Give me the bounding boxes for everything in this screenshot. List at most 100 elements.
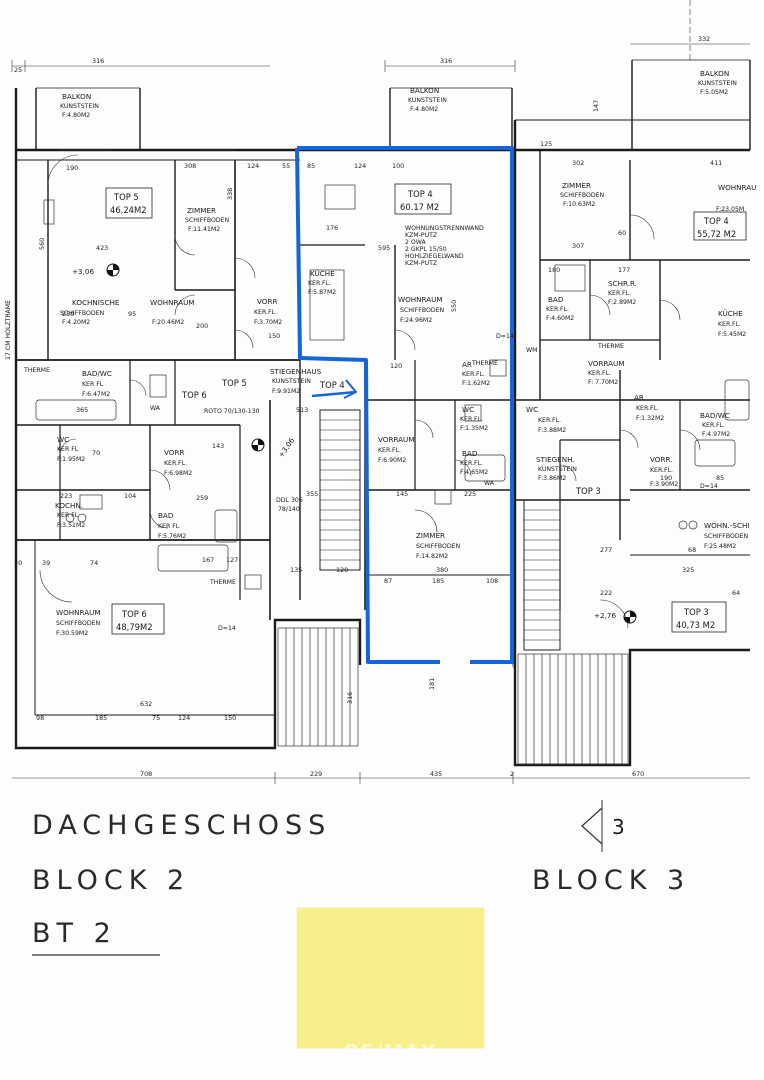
kochnische5-area: F:4.20M2	[62, 319, 90, 326]
dim-365: 365	[76, 406, 88, 414]
dimension-labels: 316 316 332 25 190 308 124 55 85 124 100…	[14, 35, 740, 778]
vorr-right-name: VORR.	[650, 455, 672, 464]
bt-caption: BT 2	[32, 918, 117, 949]
wohnsch-floor: SCHIFFBODEN	[704, 533, 749, 540]
dim-87: 87	[384, 577, 392, 585]
ar4-floor: KER.FL.	[462, 371, 485, 378]
wc-right-name: WC	[526, 405, 538, 414]
kueche4-floor: KER.FL.	[308, 280, 331, 287]
bad4-floor: KER.FL.	[460, 460, 483, 467]
bad-right-name: BAD	[548, 295, 564, 304]
wohnraum6-name: WOHNRAUM	[56, 608, 101, 617]
dim-190b: 190	[660, 474, 672, 482]
top3-area: 40,73 M2	[676, 620, 715, 630]
dim-20: 20	[14, 559, 22, 567]
dim-147: 147	[592, 100, 600, 112]
door-swings	[39, 154, 701, 629]
vertical-label: 17 CM HOLZTRAME	[5, 300, 12, 360]
top-dimension-lines	[11, 0, 750, 784]
bad6-area: F:5.76M2	[158, 533, 186, 540]
d14-a: D=14	[496, 333, 514, 340]
top3-name: TOP 3	[683, 607, 709, 617]
wall-note-3: 2 OWA	[405, 239, 427, 246]
walls	[14, 59, 751, 767]
vorr6-name: VORR	[164, 448, 184, 457]
balkon-left-area: F:4.80M2	[62, 112, 90, 119]
dim-259: 259	[196, 494, 208, 502]
kueche-right-name: KÜCHE	[718, 309, 743, 318]
dim-355: 355	[306, 490, 318, 498]
therme-3: THERME	[209, 579, 236, 586]
dim-60: 60	[618, 229, 626, 237]
wohnraum6-area: F:30.59M2	[56, 630, 88, 637]
wohnraum-right-area: F:23.05M	[716, 206, 744, 213]
zimmer5-name: ZIMMER	[187, 206, 216, 215]
dim-229: 229	[310, 770, 322, 778]
top4-right-name: TOP 4	[703, 216, 729, 226]
dim-423: 423	[96, 244, 108, 252]
dim-302: 302	[572, 159, 584, 167]
fenster5-label: ROTO 70/130-130	[204, 408, 260, 415]
badwc5-floor: KER FL	[82, 381, 104, 388]
kueche4-name: KÜCHE	[310, 269, 335, 278]
vorr5-floor: KER.FL.	[254, 309, 277, 316]
ar-right-area: F:1.32M2	[636, 415, 664, 422]
dim-435: 435	[430, 770, 442, 778]
dim-124c: 124	[178, 714, 190, 722]
dim-338: 338	[226, 188, 234, 200]
block-right-caption: BLOCK 3	[532, 865, 691, 896]
dim-560: 560	[38, 238, 46, 250]
zimmer5-area: F:11.41M2	[188, 226, 220, 233]
balkon-mid-floor: KUNSTSTEIN	[408, 97, 447, 104]
vorraum-right-floor: KER.FL.	[588, 370, 611, 377]
dim-250: 250	[62, 310, 74, 318]
balkon-right-floor: KUNSTSTEIN	[698, 80, 737, 87]
kueche-right-floor: KER.FL.	[718, 321, 741, 328]
dim-120a: 120	[390, 362, 402, 370]
zimmer3-name: ZIMMER	[562, 181, 591, 190]
level-left-label: +3,06	[72, 267, 94, 276]
dim-708: 708	[140, 770, 152, 778]
balkon-mid-area: F:4.80M2	[410, 106, 438, 113]
dim-120b: 120	[336, 566, 348, 574]
dim-108: 108	[486, 577, 498, 585]
top6-name: TOP 6	[121, 609, 147, 619]
wc-right-area: F:3.88M2	[538, 427, 566, 434]
dim-225: 225	[464, 490, 476, 498]
badwc-right-floor: KER.FL.	[702, 422, 725, 429]
dim-190a: 190	[66, 164, 78, 172]
wohnraum5-name: WOHNRAUM	[150, 298, 195, 307]
dim-185a: 185	[432, 577, 444, 585]
dim-2: 2	[510, 770, 514, 778]
top4-area: 60.17 M2	[400, 202, 439, 212]
dim-39: 39	[42, 559, 50, 567]
stiegenh3-floor: KUNSTSTEIN	[538, 466, 577, 473]
dim-411: 411	[710, 159, 722, 167]
d14-b: D=14	[218, 625, 236, 632]
wm-1: WA	[150, 405, 161, 412]
wohnraum5-area: F:20.46M2	[152, 319, 184, 326]
kochnische5-floor: SCHIFFBODEN	[60, 310, 105, 317]
dim-9: 9	[512, 662, 516, 670]
dim-181: 181	[428, 678, 436, 690]
wohnraum6-floor: SCHIFFBODEN	[56, 620, 101, 627]
schrr-floor: KER.FL.	[608, 290, 631, 297]
kueche-right-area: F:5.45M2	[718, 331, 746, 338]
dim-550: 550	[450, 300, 458, 312]
staircase-right	[523, 499, 561, 651]
dim-95: 95	[128, 310, 136, 318]
wc4-area: F:1.35M2	[460, 425, 488, 432]
top5-name: TOP 5	[113, 192, 139, 202]
level-markers	[106, 263, 637, 624]
top5-area: 46,24M2	[110, 205, 147, 215]
vorr6-area: F:6.98M2	[164, 470, 192, 477]
wohnraum4-floor: SCHIFFBODEN	[400, 307, 445, 314]
zimmer4-floor: SCHIFFBODEN	[416, 543, 461, 550]
dim-85b: 85	[716, 474, 724, 482]
floor-caption: DACHGESCHOSS	[32, 810, 332, 841]
dim-316b: 316	[440, 57, 452, 65]
top4-right-area-box	[693, 211, 747, 241]
dim-150: 150	[268, 332, 280, 340]
zimmer4-name: ZIMMER	[416, 531, 445, 540]
